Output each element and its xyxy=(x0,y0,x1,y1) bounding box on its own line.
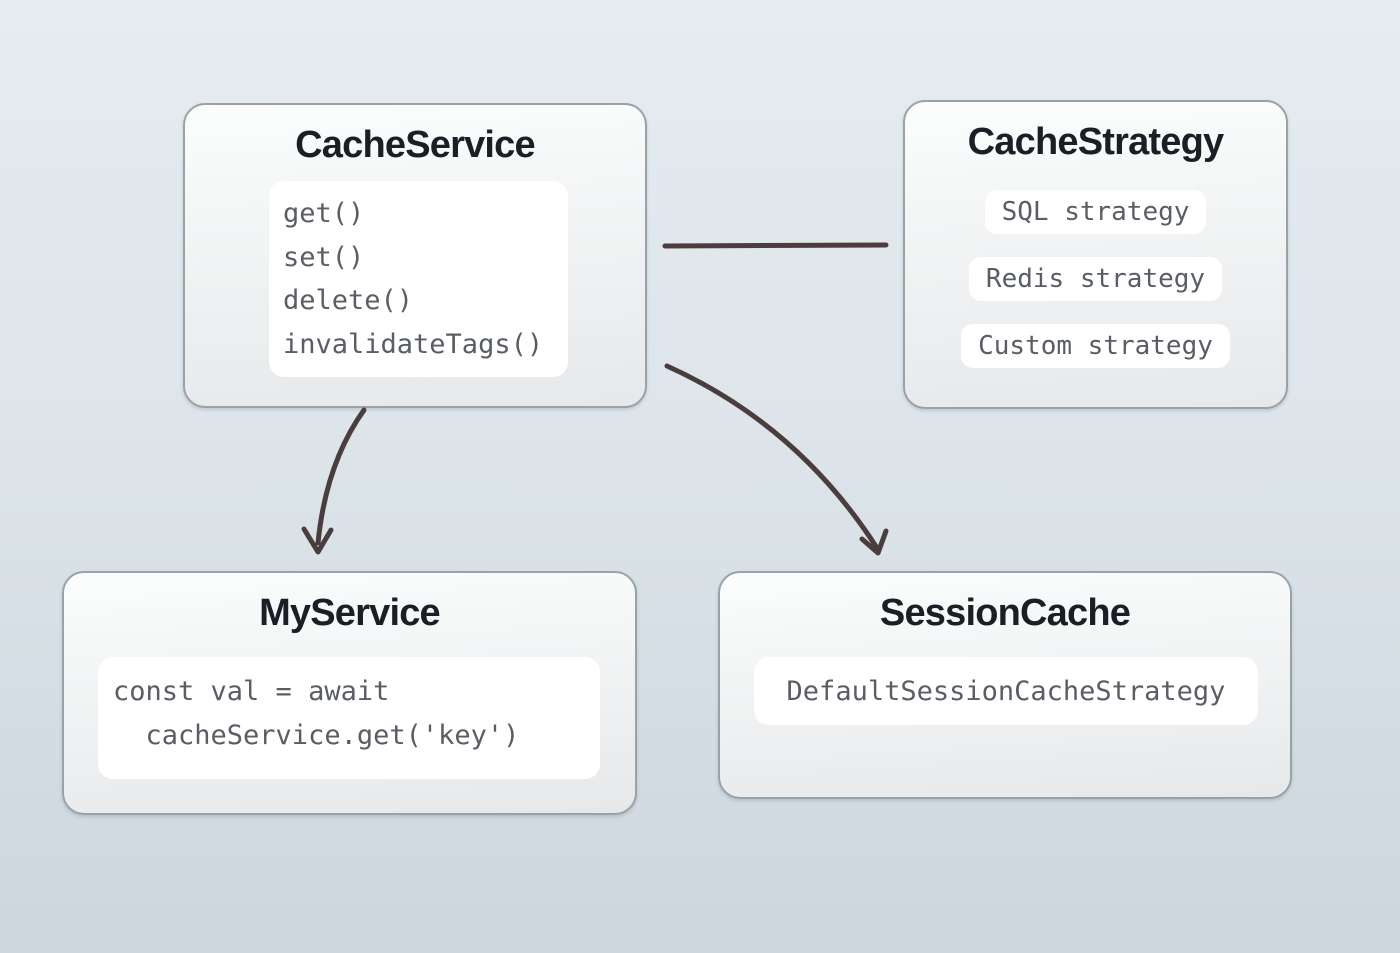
usage-codebox: const val = await cacheService.get('key'… xyxy=(98,657,600,779)
node-title: SessionCache xyxy=(879,592,1131,634)
method-line: invalidateTags() xyxy=(283,328,544,360)
edge-cacheservice-myservice-arrow xyxy=(301,407,367,555)
edge-cacheservice-sessioncache-arrow xyxy=(664,363,889,556)
method-line: get() xyxy=(283,198,365,229)
strategy-pill-stack: SQL strategy Redis strategy Custom strat… xyxy=(905,190,1286,368)
method-line: delete() xyxy=(283,285,414,316)
node-title: CacheStrategy xyxy=(967,121,1225,163)
default-strategy-pill: DefaultSessionCacheStrategy xyxy=(754,657,1258,725)
node-my-service: MyService const val = await cacheService… xyxy=(62,571,637,815)
strategy-name: DefaultSessionCacheStrategy xyxy=(786,675,1226,707)
strategy-pill: SQL strategy xyxy=(984,190,1207,234)
node-title: MyService xyxy=(259,592,441,634)
arrowhead-down-right-icon xyxy=(859,528,889,556)
code-line: const val = await xyxy=(113,676,390,707)
strategy-pill: Custom strategy xyxy=(961,324,1230,368)
node-title: CacheService xyxy=(295,124,535,166)
arrowhead-down-icon xyxy=(301,526,334,555)
code-line: cacheService.get('key') xyxy=(113,720,520,751)
edge-curve xyxy=(664,363,880,551)
methods-codebox: get() set() delete() invalidateTags() xyxy=(269,181,568,377)
edge-curve xyxy=(315,407,367,546)
node-cache-service: CacheService get() set() delete() invali… xyxy=(183,103,647,408)
edge-cacheservice-cachestrategy-line xyxy=(662,242,889,249)
node-session-cache: SessionCache DefaultSessionCacheStrategy xyxy=(718,571,1292,799)
method-line: set() xyxy=(283,241,365,273)
node-cache-strategy: CacheStrategy SQL strategy Redis strateg… xyxy=(903,100,1288,409)
strategy-pill: Redis strategy xyxy=(968,257,1223,301)
